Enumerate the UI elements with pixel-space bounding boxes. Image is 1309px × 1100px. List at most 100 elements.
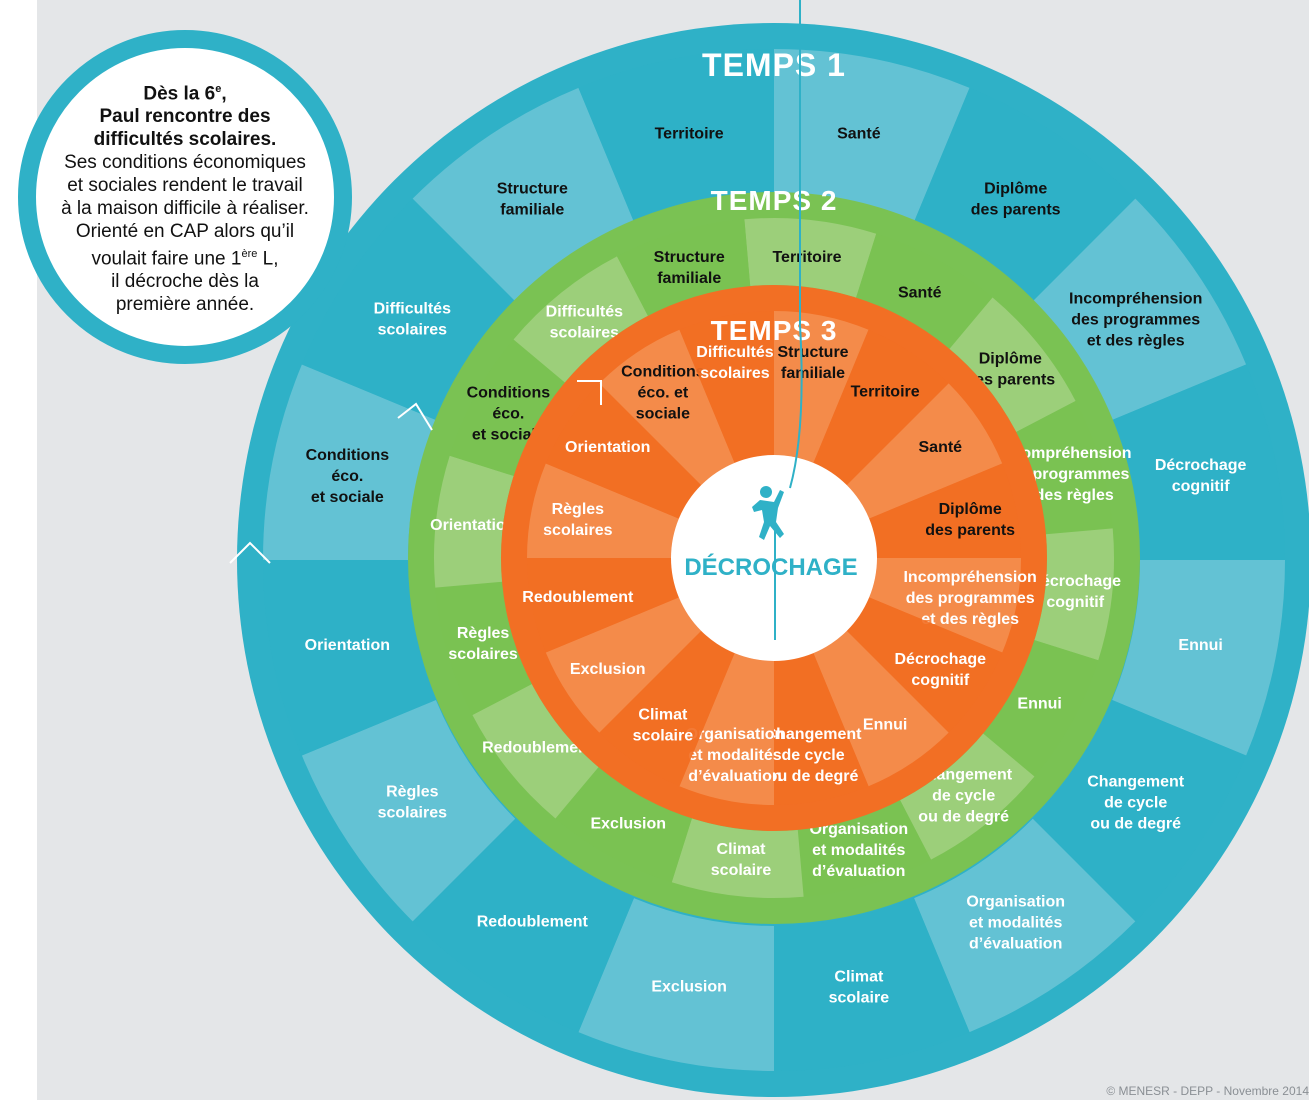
factor-segment — [1032, 700, 1247, 922]
factor-segment — [813, 329, 949, 486]
factor-segment — [914, 818, 1136, 1033]
factor-label: Ennui — [1017, 696, 1061, 713]
factor-label: Exclusion — [651, 979, 727, 996]
factor-segment — [1016, 401, 1113, 535]
bubble-line: difficultés scolaires. — [93, 129, 277, 150]
bubble-line: Paul rencontre des — [99, 106, 271, 127]
bubble-line: à la maison difficile à réaliser. — [61, 198, 309, 219]
factor-segment — [435, 581, 532, 715]
factor-segment — [545, 383, 702, 519]
factor-segment — [679, 311, 774, 463]
factor-segment — [671, 818, 804, 898]
factor-segment — [774, 653, 869, 805]
factor-segment — [869, 463, 1021, 558]
bubble-line: première année. — [115, 294, 255, 316]
factor-segment — [555, 767, 692, 883]
factor-segment — [527, 463, 679, 558]
factor-label: Orientation — [565, 439, 650, 456]
factor-segment — [412, 87, 634, 302]
factor-segment — [774, 311, 869, 463]
factor-label: Territoire — [655, 125, 724, 142]
bubble-line: Orienté en CAP alors qu’il — [75, 221, 295, 242]
center-label: DÉCROCHAGE — [684, 553, 857, 581]
path-markers — [229, 380, 602, 564]
factor-segment — [412, 818, 634, 1033]
temps1-title: TEMPS 1 — [702, 47, 846, 83]
factor-segment — [1112, 364, 1285, 560]
factor-label: Redoublement — [482, 740, 594, 757]
factor-label: Orientation — [305, 637, 390, 654]
factor-segment — [545, 597, 702, 733]
factor-segment — [813, 630, 949, 787]
copyright: © MENESR - DEPP - Novembre 2014 — [1106, 1084, 1309, 1098]
factor-segment — [846, 597, 1003, 733]
factor-segment — [744, 218, 877, 298]
factor-segment — [774, 898, 970, 1071]
factor-label: Ennui — [1178, 637, 1222, 654]
bubble-line: il décroche dès la — [111, 271, 259, 293]
factor-segment — [449, 339, 565, 476]
factor-segment — [513, 256, 648, 383]
factor-segment — [846, 383, 1003, 519]
factor-label: Territoire — [772, 249, 841, 266]
factor-label: Redoublement — [522, 589, 634, 606]
factor-segment — [617, 219, 751, 316]
story-bubble: Dès la 6e, Paul rencontre des difficulté… — [18, 30, 352, 364]
bubble-line: Dès la 6e, — [143, 82, 227, 104]
rope — [774, 0, 803, 640]
factor-segment — [914, 87, 1136, 302]
factor-segment — [472, 684, 599, 819]
factor-label: Santé — [898, 284, 942, 301]
factor-segment — [1032, 198, 1247, 420]
factor-segment — [856, 233, 993, 349]
factor-segment — [1034, 528, 1114, 661]
factor-segment — [434, 455, 514, 588]
temps3-title: TEMPS 3 — [711, 315, 838, 346]
factor-segment — [774, 49, 970, 222]
factor-label: Redoublement — [477, 914, 589, 931]
factor-segment — [527, 558, 679, 653]
temps2-title: TEMPS 2 — [711, 185, 838, 216]
factor-label: Exclusion — [590, 816, 666, 833]
factor-segment — [599, 630, 735, 787]
factor-segment — [900, 733, 1035, 860]
factor-segment — [301, 700, 516, 922]
factor-label: Ennui — [863, 716, 907, 733]
bubble-line: et sociales rendent le travail — [67, 175, 303, 196]
factor-label: Santé — [919, 439, 963, 456]
bubble-line: voulait faire une 1ère L, — [91, 248, 279, 270]
factor-segment — [578, 898, 774, 1071]
factor-segment — [263, 560, 436, 756]
factor-segment — [599, 329, 735, 486]
factor-label: Santé — [837, 125, 881, 142]
factor-label: Orientation — [430, 517, 515, 534]
factor-label: Exclusion — [570, 661, 646, 678]
factor-segment — [679, 653, 774, 805]
